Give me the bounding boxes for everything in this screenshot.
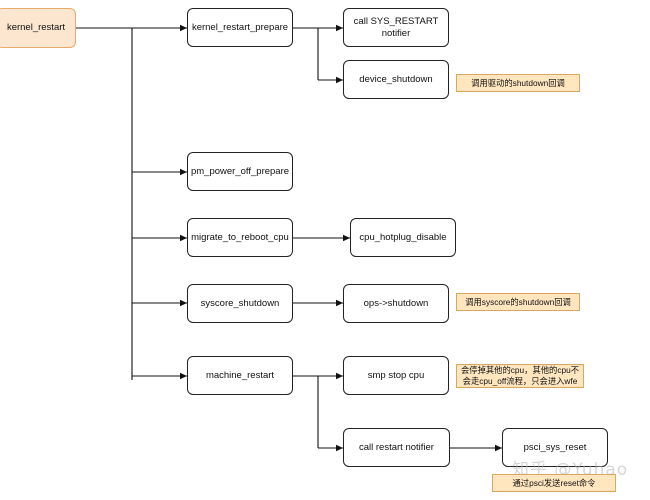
note-smp-stop-cpu: 会停掉其他的cpu，其他的cpu不会走cpu_off流程，只会进入wfe (456, 364, 584, 388)
node-smp-stop-cpu: smp stop cpu (343, 356, 449, 395)
node-machine-restart: machine_restart (187, 356, 293, 395)
note-psci-sys-reset: 通过psci发送reset命令 (492, 474, 616, 492)
node-device-shutdown: device_shutdown (343, 60, 449, 99)
node-call-restart-notifier: call restart notifier (343, 428, 450, 467)
node-syscore-shutdown: syscore_shutdown (187, 284, 293, 323)
node-cpu-hotplug-disable: cpu_hotplug_disable (350, 218, 456, 257)
note-syscore-shutdown: 调用syscore的shutdown回调 (456, 293, 580, 311)
node-ops-shutdown: ops->shutdown (343, 284, 449, 323)
node-migrate-to-reboot-cpu: migrate_to_reboot_cpu (187, 218, 293, 257)
node-call-sys-restart-notifier: call SYS_RESTART notifier (343, 8, 449, 47)
node-pm-power-off-prepare: pm_power_off_prepare (187, 152, 293, 191)
node-kernel-restart-prepare: kernel_restart_prepare (187, 8, 293, 47)
node-kernel-restart: kernel_restart (0, 8, 76, 48)
note-device-shutdown: 调用驱动的shutdown回调 (456, 74, 580, 92)
node-psci-sys-reset: psci_sys_reset (502, 428, 608, 467)
